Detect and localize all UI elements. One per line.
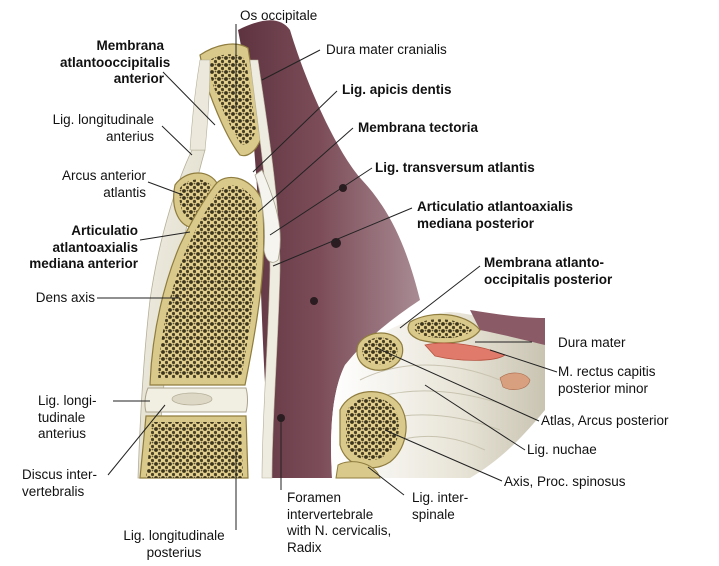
label-m-rectus-capitis-posterior-minor: M. rectus capitis posterior minor [558,364,656,396]
nerve-dot [310,297,318,305]
label-articulatio-atlantoaxialis-mediana-posterior: Articulatio atlantoaxialis mediana poste… [417,199,574,231]
label-arcus-anterior-atlantis: Arcus anterior atlantis [61,168,146,200]
label-dens-axis: Dens axis [35,290,95,305]
label-axis-proc-spinosus: Axis, Proc. spinosus [504,474,626,489]
nuchal-fibers [359,364,506,451]
label-dura-mater: Dura mater [558,335,626,350]
label-discus-intervertebralis: Discus inter- vertebralis [22,467,98,499]
label-articulatio-atlantoaxialis-mediana-anterior: Articulatio atlantoaxialis mediana anter… [29,223,138,271]
label-membrana-tectoria: Membrana tectoria [358,120,479,135]
label-lig-longitudinale-anterius-top: Lig. longitudinale anterius [52,112,154,144]
label-foramen-intervertebrale: Foramen intervertebrale with N. cervical… [287,490,392,555]
label-membrana-atlantooccipitalis-posterior: Membrana atlanto- occipitalis posterior [484,255,613,287]
label-atlas-arcus-posterior: Atlas, Arcus posterior [541,413,669,428]
dura-region [238,20,420,478]
label-lig-longitudinale-posterius: Lig. longitudinale posterius [123,528,225,560]
label-lig-interspinale: Lig. inter- spinale [412,490,469,522]
dura-mater-strip [470,310,545,345]
label-membrana-atlantooccipitalis-anterior: Membrana atlantooccipitalis anterior [60,38,171,86]
leader-lines [97,24,558,530]
label-lig-nuchae: Lig. nuchae [527,442,597,457]
label-os-occipitale: Os occipitale [240,8,318,23]
label-lig-transversum-atlantis: Lig. transversum atlantis [375,160,535,175]
label-dura-mater-cranialis: Dura mater cranialis [326,42,447,57]
label-lig-apicis-dentis: Lig. apicis dentis [342,82,452,97]
label-lig-longitudinale-anterius-bottom: Lig. longi- tudinale anterius [38,393,97,441]
